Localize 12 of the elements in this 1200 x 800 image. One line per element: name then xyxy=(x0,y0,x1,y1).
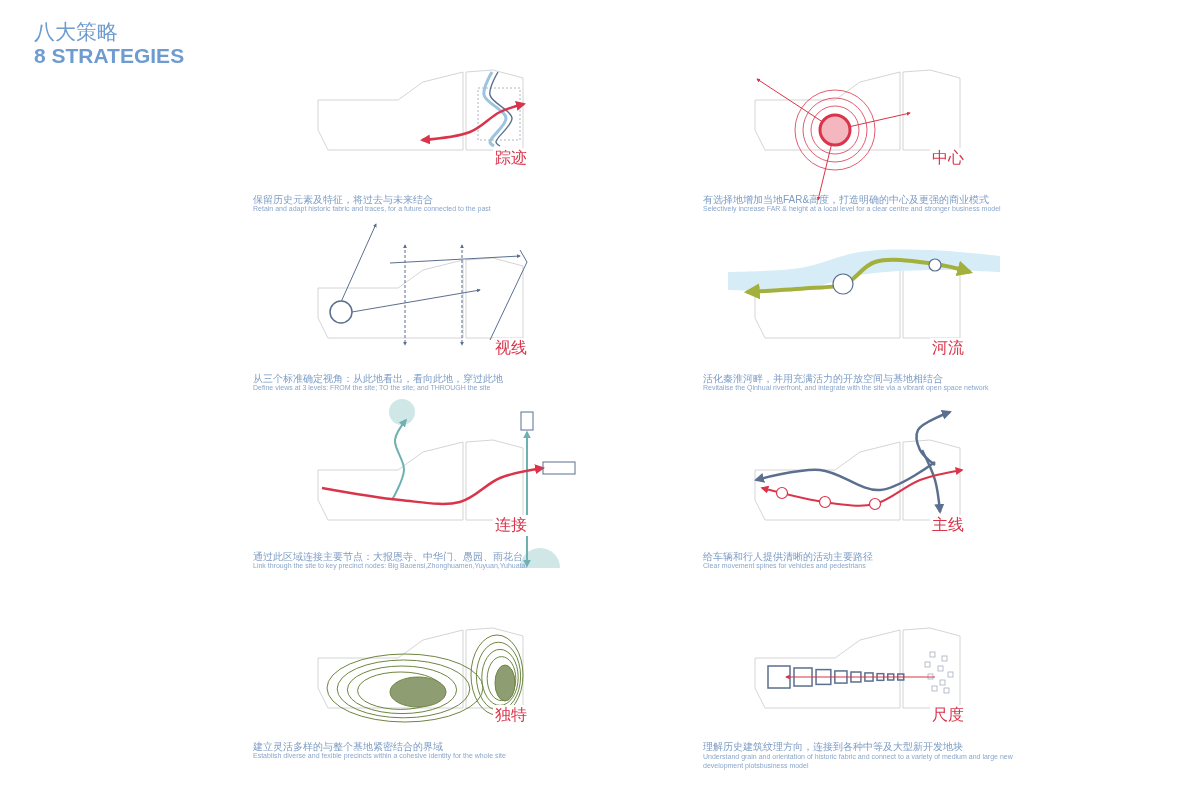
caption-chinese: 有选择地增加当地FAR&高度，打造明确的中心及更强的商业模式 xyxy=(703,193,990,206)
caption-chinese: 活化秦淮河畔，并用充满活力的开放空间与基地相结合 xyxy=(703,372,943,385)
caption-chinese: 保留历史元素及特征，将过去与未来结合 xyxy=(253,193,433,206)
caption-chinese: 从三个标准确定视角：从此地看出，看向此地，穿过此地 xyxy=(253,372,503,385)
caption-chinese: 给车辆和行人提供清晰的活动主要路径 xyxy=(703,550,873,563)
caption-chinese: 建立灵活多样的与整个基地紧密结合的界域 xyxy=(253,740,443,753)
subtitle: 8 STRATEGIES xyxy=(34,44,185,68)
title: 八大策略 xyxy=(34,19,118,45)
caption-chinese: 理解历史建筑纹理方向，连接到各种中等及大型新开发地块 xyxy=(703,740,963,754)
strategy-keyword: 独特 xyxy=(493,705,529,726)
strategy-keyword: 连接 xyxy=(493,515,529,536)
caption-chinese: 通过此区域连接主要节点：大报恩寺、中华门、愚园、雨花台 xyxy=(253,550,523,563)
